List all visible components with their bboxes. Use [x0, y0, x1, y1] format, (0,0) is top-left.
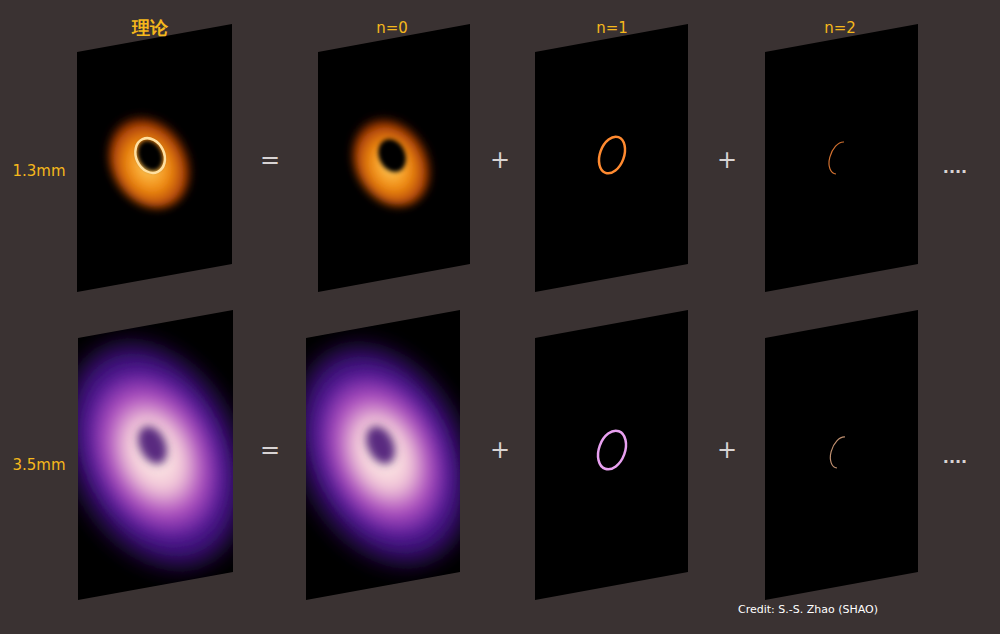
- column-header: 理论: [132, 18, 168, 38]
- operator-symbol: =: [260, 147, 280, 173]
- ellipsis: ....: [943, 449, 967, 467]
- operator-symbol: =: [260, 437, 280, 463]
- black-hole-image: [265, 321, 501, 590]
- column-header: n=2: [824, 20, 856, 37]
- row-label: 3.5mm: [12, 457, 65, 474]
- row-label: 1.3mm: [12, 163, 65, 180]
- credit-note: Credit: S.-S. Zhao (SHAO): [738, 604, 878, 616]
- photon-ring: [593, 427, 631, 473]
- photon-ring: [594, 133, 630, 177]
- photon-ring: [830, 437, 845, 468]
- operator-symbol: +: [490, 147, 510, 173]
- black-hole-image: [34, 317, 276, 593]
- operator-symbol: +: [717, 437, 737, 463]
- black-hole-image: [337, 100, 446, 219]
- column-header: n=1: [596, 20, 628, 37]
- ellipsis: ....: [943, 159, 967, 177]
- operator-symbol: +: [717, 147, 737, 173]
- operator-symbol: +: [490, 437, 510, 463]
- column-header: n=0: [376, 20, 408, 37]
- photon-ring: [829, 142, 844, 174]
- black-hole-image: [93, 98, 208, 222]
